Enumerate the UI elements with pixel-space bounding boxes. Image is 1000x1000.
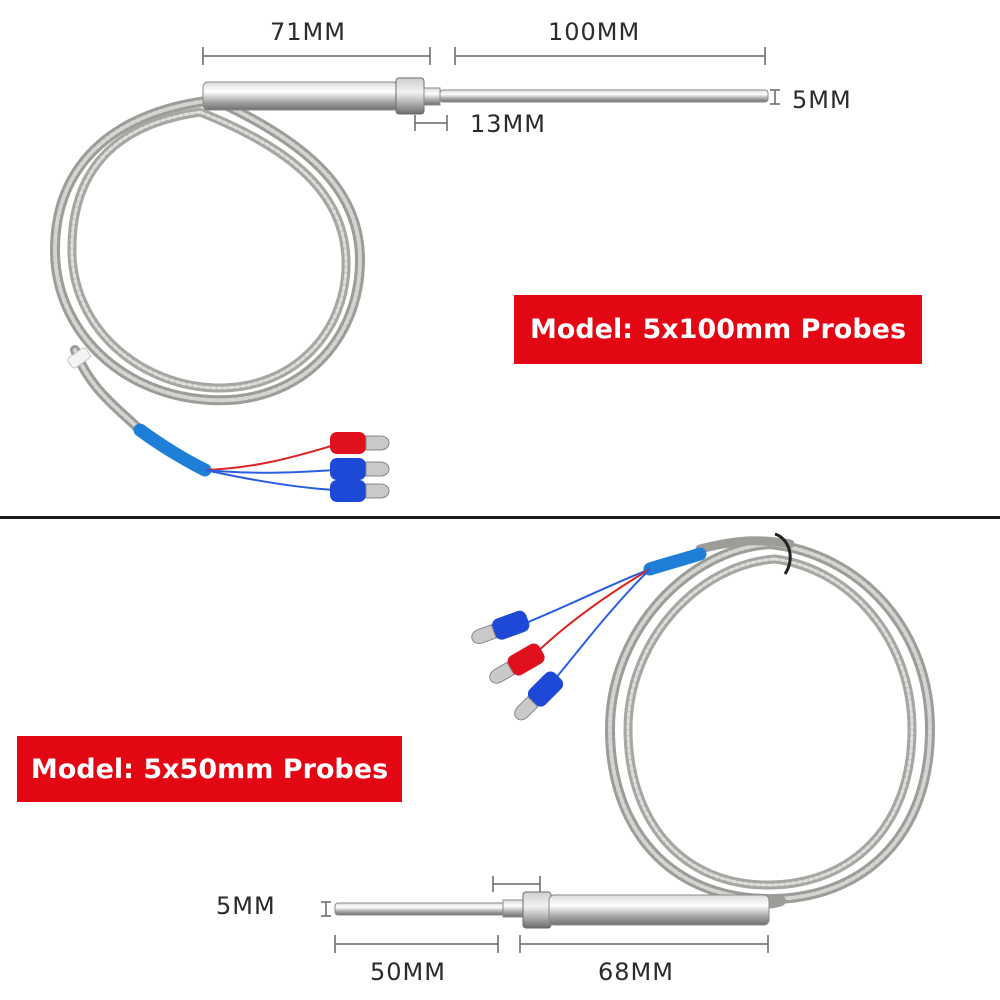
section-divider	[0, 516, 1000, 519]
model-badge: Model: 5x100mm Probes	[514, 295, 922, 364]
terminal-blue-2	[514, 671, 564, 721]
thread-length-label: 13MM	[470, 110, 546, 138]
terminal-blue-2	[330, 480, 390, 502]
dimension-lines	[202, 47, 780, 131]
model-badge: Model: 5x50mm Probes	[17, 736, 402, 802]
braided-cable	[604, 536, 936, 909]
probe-length-label: 100MM	[548, 18, 641, 46]
terminal-red	[330, 432, 390, 454]
bottom-product-panel: 5MM 50MM 68MM Model: 5x50mm Probes	[0, 519, 1000, 1000]
head-length-label: 68MM	[598, 958, 674, 986]
terminal-red	[489, 643, 545, 684]
top-product-panel: 71MM 100MM 13MM 5MM Model: 5x100mm Probe…	[49, 18, 922, 502]
diameter-label: 5MM	[216, 892, 276, 920]
dimension-lines	[321, 876, 769, 953]
terminal-blue-1	[471, 610, 530, 644]
thermocouple-probe-50mm-image	[321, 532, 936, 953]
terminal-blue-1	[330, 458, 390, 480]
probe-100mm	[202, 77, 769, 115]
blue-sleeve	[643, 547, 707, 576]
blue-sleeve	[133, 423, 212, 477]
probe-length-label: 50MM	[370, 958, 446, 986]
thermocouple-probe-100mm-image	[49, 47, 780, 502]
head-length-label: 71MM	[270, 18, 346, 46]
braided-cable	[49, 83, 366, 435]
diameter-label: 5MM	[792, 86, 852, 114]
probe-50mm	[334, 891, 770, 929]
